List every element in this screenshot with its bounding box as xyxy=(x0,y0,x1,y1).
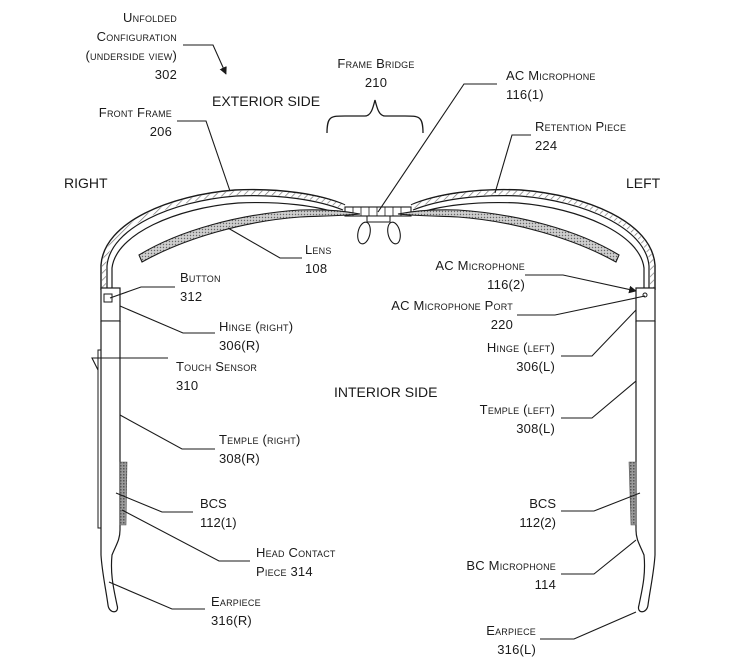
ac-mic-2-ref: 116(2) xyxy=(487,277,525,292)
leader-button xyxy=(109,286,175,299)
touch-sensor xyxy=(97,349,101,529)
leader-hinge-right xyxy=(119,305,215,334)
label-retention-piece: Retention Piece 224 xyxy=(535,117,626,155)
retention-piece-ref: 224 xyxy=(535,138,558,153)
exterior-side-label: EXTERIOR SIDE xyxy=(212,93,321,109)
button-name: Button xyxy=(180,270,221,285)
label-earpiece-right: Earpiece 316(R) xyxy=(211,592,261,630)
unfolded-line-1: Unfolded xyxy=(123,10,177,25)
leader-unfolded-config xyxy=(183,44,227,75)
hinge-right xyxy=(100,287,121,322)
leader-ac-mic-1 xyxy=(377,83,497,213)
temple-right-name: Temple (right) xyxy=(219,432,301,447)
leader-mic-port xyxy=(517,295,646,316)
right-side-label: RIGHT xyxy=(64,175,108,191)
leader-front-frame xyxy=(177,120,231,192)
leader-ac-mic-2 xyxy=(525,274,637,294)
front-frame-name: Front Frame xyxy=(98,105,172,120)
temple-right xyxy=(100,320,121,613)
earpiece-right-ref: 316(R) xyxy=(211,613,252,628)
temple-left xyxy=(635,320,656,613)
leader-bc-microphone xyxy=(561,539,637,575)
label-ac-microphone-2: AC Microphone 116(2) xyxy=(435,256,525,294)
left-side-label: LEFT xyxy=(626,175,661,191)
ac-mic-1-name: AC Microphone xyxy=(506,68,596,83)
button-312 xyxy=(103,293,113,303)
bcs-1-ref: 112(1) xyxy=(200,515,237,530)
leader-bcs-right xyxy=(115,492,193,513)
label-touch-sensor: Touch Sensor 310 xyxy=(176,357,257,395)
unfolded-line-3: (underside view) xyxy=(85,48,177,63)
label-head-contact-piece: Head Contact Piece 314 xyxy=(256,543,336,581)
label-temple-right: Temple (right) 308(R) xyxy=(219,430,301,468)
label-hinge-right: Hinge (right) 306(R) xyxy=(219,317,293,355)
label-bcs-1: BCS 112(1) xyxy=(200,494,237,532)
frame-bridge-ref: 210 xyxy=(364,75,388,90)
earpiece-right-name: Earpiece xyxy=(211,594,261,609)
frame-bridge-name: Frame Bridge xyxy=(337,56,415,71)
label-front-frame: Front Frame 206 xyxy=(99,103,172,141)
label-bc-microphone: BC Microphone 114 xyxy=(466,556,556,594)
frame-bridge-brace xyxy=(326,99,424,134)
bcs-left-pad xyxy=(628,461,637,526)
bcs-1-name: BCS xyxy=(200,496,227,511)
earpiece-left-name: Earpiece xyxy=(486,623,536,638)
ac-mic-1-ref: 116(1) xyxy=(506,87,544,102)
lens xyxy=(138,209,620,263)
bc-microphone-ref: 114 xyxy=(534,577,556,592)
temple-right-ref: 308(R) xyxy=(219,451,260,466)
leader-bcs-left xyxy=(561,492,641,512)
leader-earpiece-left xyxy=(540,611,637,640)
leader-temple-left xyxy=(561,380,637,419)
label-bcs-2: BCS 112(2) xyxy=(519,494,556,532)
unfolded-ref: 302 xyxy=(154,67,177,82)
leader-hinge-left xyxy=(561,309,637,357)
hinge-left-name: Hinge (left) xyxy=(486,340,555,355)
bcs-right-pad xyxy=(119,461,128,526)
lens-ref: 108 xyxy=(305,261,328,276)
leader-lens xyxy=(227,227,302,259)
label-unfolded-configuration: Unfolded Configuration (underside view) … xyxy=(86,8,177,84)
leader-retention-piece xyxy=(494,134,531,194)
label-ac-microphone-1: AC Microphone 116(1) xyxy=(506,66,596,104)
label-hinge-left: Hinge (left) 306(L) xyxy=(487,338,555,376)
head-contact-name: Head Contact xyxy=(256,545,336,560)
leader-temple-right xyxy=(119,414,215,450)
earpiece-left-ref: 316(L) xyxy=(497,642,536,657)
head-contact-name-2: Piece 314 xyxy=(256,564,313,579)
label-ac-microphone-port: AC Microphone Port 220 xyxy=(391,296,513,334)
touch-sensor-ref: 310 xyxy=(176,378,199,393)
leader-earpiece-right xyxy=(108,581,205,610)
leader-lines xyxy=(91,44,646,640)
ac-mic-port-ref: 220 xyxy=(490,317,513,332)
nose-pads xyxy=(357,221,401,245)
interior-side-label: INTERIOR SIDE xyxy=(334,384,438,400)
bc-microphone-name: BC Microphone xyxy=(466,558,556,573)
front-frame-ref: 206 xyxy=(149,124,172,139)
label-temple-left: Temple (left) 308(L) xyxy=(480,400,555,438)
touch-sensor-name: Touch Sensor xyxy=(176,359,258,374)
label-lens: Lens 108 xyxy=(305,240,332,278)
hinge-right-ref: 306(R) xyxy=(219,338,260,353)
ac-mic-2-name: AC Microphone xyxy=(435,258,525,273)
hinge-right-name: Hinge (right) xyxy=(219,319,294,334)
temple-left-ref: 308(L) xyxy=(516,421,555,436)
lens-name: Lens xyxy=(305,242,332,257)
bcs-2-name: BCS xyxy=(529,496,556,511)
label-button: Button 312 xyxy=(180,268,221,306)
leader-touch-sensor xyxy=(91,357,168,371)
button-ref: 312 xyxy=(180,289,203,304)
hinge-left-ref: 306(L) xyxy=(516,359,555,374)
temple-left-name: Temple (left) xyxy=(479,402,555,417)
leader-head-contact xyxy=(121,509,250,562)
retention-piece-name: Retention Piece xyxy=(535,119,627,134)
front-frame xyxy=(100,188,656,290)
label-earpiece-left: Earpiece 316(L) xyxy=(486,621,536,659)
ac-mic-port-name: AC Microphone Port xyxy=(391,298,513,313)
unfolded-line-2: Configuration xyxy=(96,29,177,44)
bcs-2-ref: 112(2) xyxy=(519,515,556,530)
label-frame-bridge: Frame Bridge 210 xyxy=(320,54,432,92)
